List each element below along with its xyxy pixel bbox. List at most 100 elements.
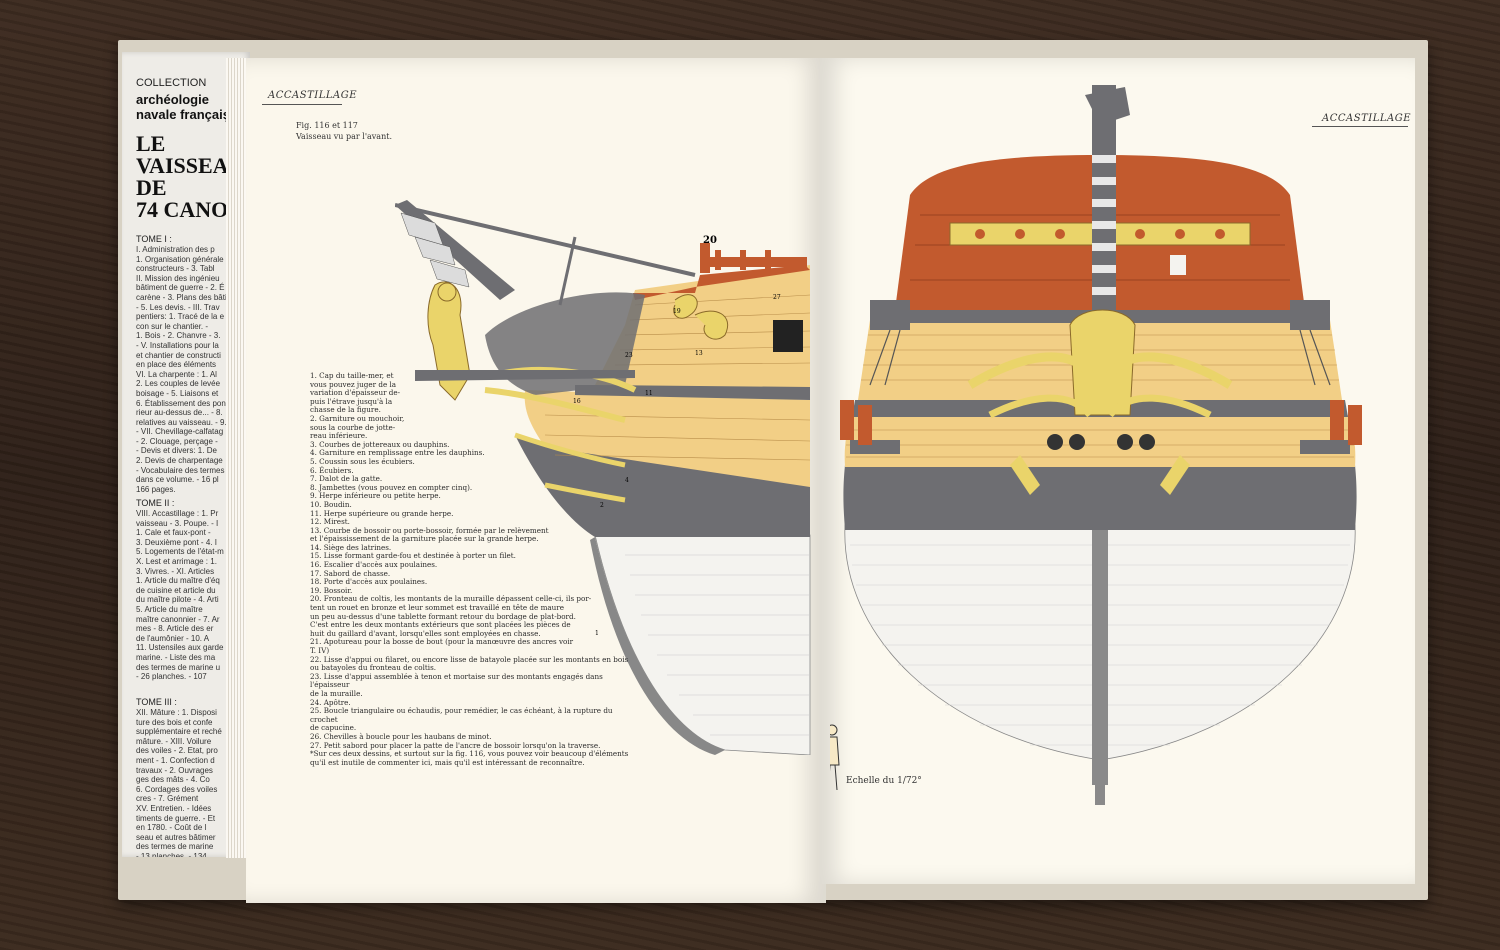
legend-line: C'est entre les deux montants extérieurs… (310, 620, 571, 630)
legend-line: 26. Chevilles à boucle pour les haubans … (310, 731, 492, 741)
flap-text-line: des termes de marine u (136, 662, 221, 672)
flap-text-line: 6. Établissement des pon (136, 398, 226, 408)
left-running-head: ACCASTILLAGE (268, 90, 358, 101)
callout-2: 2 (600, 502, 604, 509)
figure-caption-number: Fig. 116 et 117 (296, 121, 358, 130)
legend-line: 20. Fronteau de coltis, les montants de … (310, 594, 592, 604)
flap-text-line: du maître pilote - 4. Arti (136, 595, 219, 605)
callout-27: 27 (773, 294, 781, 301)
flap-text-line: de cuisine et article du (136, 585, 216, 595)
flap-text-line: 5. Article du maître (136, 604, 203, 614)
flap-title-2: VAISSEAU (136, 153, 245, 178)
legend-line: 3. Courbes de jottereaux ou dauphins. (310, 439, 450, 449)
legend-line: 4. Garniture en remplissage entre les da… (310, 448, 485, 458)
flap-text-line: travaux - 2. Ouvrages (136, 765, 213, 775)
callout-4: 4 (625, 477, 629, 484)
flap-text-line: - 26 planches. - 107 (136, 672, 207, 682)
flap-text-line: relatives au vaisseau. - 9. (136, 417, 227, 427)
flap-text-line: bâtiment de guerre - 2. É (136, 283, 225, 293)
flap-text-line: 3. Deuxième pont - 4. I (136, 537, 217, 547)
flap-text-line: boisage - 5. Liaisons et (136, 388, 219, 398)
legend-line: 8. Jambettes (vous pouvez en compter cin… (310, 482, 473, 492)
legend-line: 16. Escalier d'accès aux poulaines. (310, 560, 438, 570)
legend-line: variation d'épaisseur de- (310, 388, 401, 398)
flap-text-line: ges des mâts - 4. Co (136, 775, 210, 785)
flap-text-line: X. Lest et arrimage : 1. (136, 556, 217, 566)
legend-line: 23. Lisse d'appui assemblée à tenon et m… (310, 671, 603, 690)
flap-text-line: timents de guerre. - Et (136, 813, 216, 823)
flap-text-line: 1. Organisation générale (136, 254, 224, 264)
flap-text-line: 1. Article du maître d'éq (136, 576, 220, 586)
callout-19: 19 (673, 308, 681, 315)
legend-line: ou batayoles du fronteau de coltis. (310, 663, 437, 673)
callout-1: 1 (595, 630, 599, 637)
flap-text-line: 5. Logements de l'état-m (136, 547, 224, 557)
flap-text-line: VIII. Accastillage : 1. Pr (136, 509, 219, 518)
flap-text-line: - 2. Clouage, perçage - (136, 436, 218, 446)
legend-line: tent un rouet en bronze et leur sommet e… (310, 603, 564, 613)
flap-tome3-heading: TOME III : (136, 697, 177, 707)
ship-front-view-drawing: 5 4 3 2 1 (830, 85, 1362, 805)
legend-line: T. IV) (310, 646, 330, 655)
right-running-head: ACCASTILLAGE (1322, 113, 1412, 124)
legend-line: 7. Dalot de la gatte. (310, 474, 383, 484)
flap-text-line: mâture. - XIII. Voilure (136, 736, 212, 746)
flap-text-line: - Devis et divers: 1. De (136, 446, 217, 456)
scale-caption: Echelle du 1/72° (846, 776, 922, 786)
flap-text-line: vaisseau - 3. Poupe. - I (136, 518, 219, 528)
flap-text-line: supplémentaire et reché (136, 727, 222, 737)
legend-line: 15. Lisse formant garde-fou et destinée … (310, 551, 516, 561)
flap-title-4: 74 CANONS (136, 197, 250, 222)
flap-text-line: - 13 planches. - 134 (136, 851, 207, 857)
legend-line: 5. Coussin sous les écubiers. (310, 456, 415, 466)
legend-line: chasse de la figure. (310, 405, 381, 415)
legend-line: qu'il est inutile de commenter ici, mais… (310, 757, 585, 767)
legend-line: puis l'étrave jusqu'à la (310, 396, 393, 406)
flap-text-line: 1. Cale et faux-pont - (136, 528, 211, 538)
flap-text-line: 11. Ustensiles aux garde (136, 643, 224, 653)
flap-title-1: LE (136, 131, 166, 156)
callout-13: 13 (695, 350, 703, 357)
flap-text-line: - 5. Les devis. - III. Trav (136, 302, 220, 312)
flap-text-line: XII. Mâture : 1. Disposi (136, 708, 217, 717)
legend-line: 12. Mirest. (310, 517, 350, 527)
flap-text-line: ture des bois et confe (136, 717, 213, 727)
flap-text-line: et chantier de constructi (136, 350, 221, 360)
flap-tome2-heading: TOME II : (136, 498, 175, 508)
flap-text-line: 2. Devis de charpentage (136, 456, 223, 466)
legend-line: un peu au-dessus d'une tablette formant … (310, 611, 576, 621)
legend-line: 11. Herpe supérieure ou grande herpe. (310, 508, 454, 518)
scale-human-figure (830, 724, 840, 791)
flap-text-line: mes - 8. Article des er (136, 624, 214, 634)
flap-text-line: marine. - Liste des ma (136, 652, 216, 662)
flap-tome1-heading: TOME I : (136, 234, 172, 244)
flap-text-line: pentiers: 1. Tracé de la e (136, 312, 225, 322)
flap-text-line: VI. La charpente : 1. Al (136, 369, 217, 379)
legend-line: 6. Écubiers. (310, 465, 354, 475)
flap-text-line: ment - 1. Confection d (136, 755, 215, 765)
legend-line: 1. Cap du taille-mer, et (310, 371, 394, 380)
legend-line: reau inférieure. (310, 431, 368, 441)
flap-text-line: constructeurs - 3. Tabl (136, 264, 215, 274)
flap-text-line: maître canonnier - 7. Ar (136, 614, 220, 624)
legend-line: *Sur ces deux dessins, et surtout sur la… (310, 749, 629, 759)
flap-text-line: en place des éléments (136, 360, 217, 370)
legend-line: 2. Garniture ou mouchoir, (310, 413, 405, 423)
flap-text-line: cres - 7. Grément (136, 794, 199, 804)
legend-line: 22. Lisse d'appui ou filaret, ou encore … (310, 654, 629, 664)
flap-text-line: XV. Entretien. - Idées (136, 803, 212, 813)
legend-line: huit du gaillard d'avant, lorsqu'elles s… (310, 628, 541, 638)
left-head-rule (262, 104, 342, 105)
flap-text-line: I. Administration des p (136, 245, 215, 254)
legend-line: 13. Courbe de bossoir ou porte-bossoir, … (310, 525, 549, 535)
legend-line: et l'épaississement de la garniture plac… (310, 534, 539, 544)
flap-text-line: 2. Les couples de levée (136, 379, 221, 389)
flap-text-line: seau et autres bâtimer (136, 832, 216, 842)
flap-text-line: II. Mission des ingénieu (136, 273, 220, 283)
flap-series-1: archéologie (136, 92, 209, 107)
page-stack-edge (226, 58, 248, 858)
